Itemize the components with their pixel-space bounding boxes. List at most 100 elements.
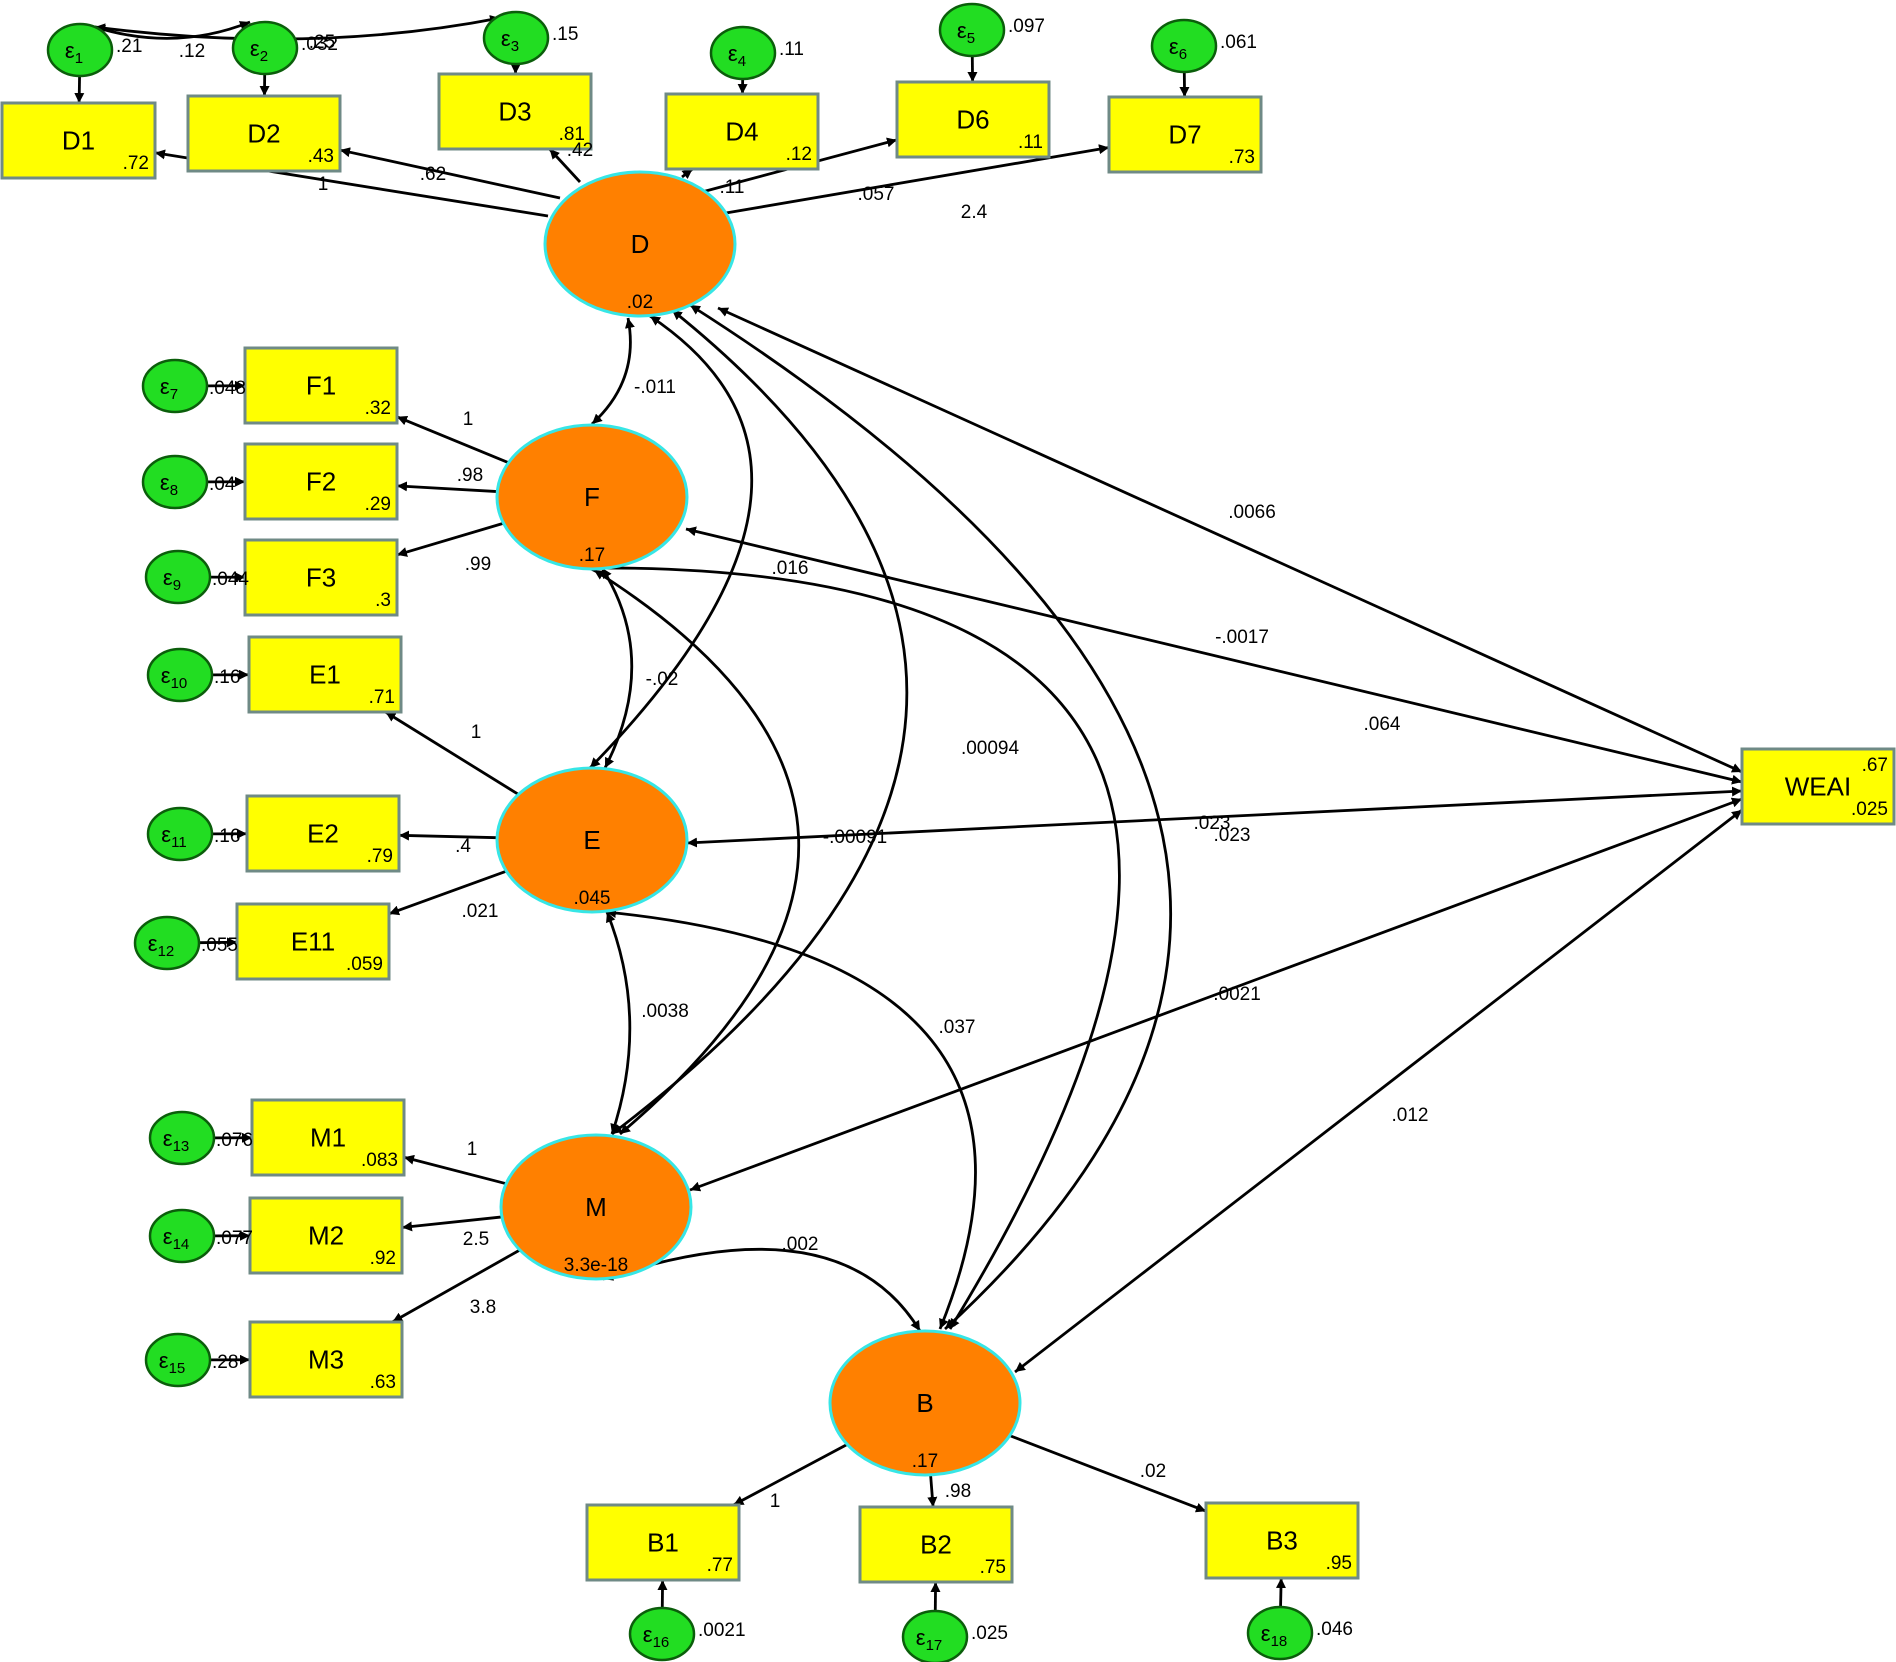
observed-label: E2 xyxy=(307,819,339,849)
observed-box xyxy=(235,902,391,981)
error-symbol: ε xyxy=(148,931,158,956)
loading-path-m3 xyxy=(391,1248,521,1324)
error-e2: ε2 xyxy=(231,20,299,76)
observed-box xyxy=(245,794,401,873)
observed-label: D7 xyxy=(1168,120,1201,150)
observed-f2: F2.29 xyxy=(243,442,399,521)
observed-intercept: .43 xyxy=(308,146,334,167)
error-circle xyxy=(628,1606,696,1662)
error-covariance-e1-e3 xyxy=(94,15,501,41)
error-variance: .025 xyxy=(971,1623,1008,1644)
error-e10: ε10 xyxy=(146,647,214,703)
error-symbol: ε xyxy=(916,1625,926,1650)
error-label: ε18 xyxy=(1261,1621,1288,1650)
observed-box xyxy=(243,538,399,617)
error-label: ε9 xyxy=(163,565,181,594)
covariance-value: -.011 xyxy=(634,377,676,398)
error-subscript: 7 xyxy=(170,386,178,403)
covariance-d-f xyxy=(591,317,635,426)
observed-intercept: .63 xyxy=(370,1372,396,1393)
error-circle xyxy=(148,1208,216,1264)
error-symbol: ε xyxy=(163,1126,173,1151)
observed-d2: D2.43 xyxy=(186,94,342,173)
error-e7: ε7 xyxy=(141,358,209,414)
loading-value: .021 xyxy=(462,901,499,922)
error-subscript: 4 xyxy=(738,53,746,70)
error-covariance-value: .12 xyxy=(179,41,205,62)
loading-path-e1 xyxy=(384,710,520,796)
error-label: ε8 xyxy=(160,470,178,499)
observed-label: D6 xyxy=(956,105,989,135)
observed-intercept: .3 xyxy=(375,590,391,611)
error-e18: ε18 xyxy=(1246,1605,1314,1661)
covariance-value: .00094 xyxy=(961,738,1020,759)
covariance-value: .0021 xyxy=(1213,984,1261,1005)
observed-intercept: .72 xyxy=(123,153,149,174)
loading-value: 2.5 xyxy=(463,1229,489,1250)
observed-box xyxy=(664,92,820,171)
error-circle xyxy=(146,647,214,703)
observed-b2: B2.75 xyxy=(858,1505,1014,1584)
observed-intercept: .32 xyxy=(365,398,391,419)
observed-box xyxy=(437,72,593,151)
observed-box xyxy=(0,101,157,180)
observed-m1: M1.083 xyxy=(250,1098,406,1177)
error-variance: .21 xyxy=(116,36,142,57)
error-symbol: ε xyxy=(643,1622,653,1647)
error-e16: ε16 xyxy=(628,1606,696,1662)
error-circle xyxy=(141,454,209,510)
error-label: ε11 xyxy=(161,822,186,851)
covariance-m-b xyxy=(602,1248,922,1332)
error-subscript: 10 xyxy=(171,675,188,692)
error-symbol: ε xyxy=(163,565,173,590)
error-subscript: 9 xyxy=(173,577,181,594)
covariance-value: .016 xyxy=(772,558,809,579)
loading-value: 1 xyxy=(463,409,474,430)
covariance-value: .064 xyxy=(1364,714,1401,735)
error-e3: ε3 xyxy=(482,10,550,66)
error-variance: .046 xyxy=(1316,1619,1353,1640)
loading-path-e2 xyxy=(398,830,498,841)
error-e1: ε1 xyxy=(46,22,114,78)
covariance-value: .023 xyxy=(1214,825,1251,846)
covariance-value: .023 xyxy=(1194,813,1231,834)
observed-intercept: .025 xyxy=(1851,799,1888,820)
error-subscript: 1 xyxy=(75,50,83,67)
error-symbol: ε xyxy=(161,663,171,688)
observed-e11: E11.059 xyxy=(235,902,391,981)
error-circle xyxy=(133,915,201,971)
covariance-value: .0038 xyxy=(641,1001,689,1022)
observed-intercept: .71 xyxy=(369,687,395,708)
error-symbol: ε xyxy=(159,1348,169,1373)
error-variance: .16 xyxy=(214,667,240,688)
loading-value: .057 xyxy=(858,184,895,205)
loading-path-d3 xyxy=(548,148,582,183)
latent-variance: 3.3e-18 xyxy=(564,1255,628,1276)
error-label: ε17 xyxy=(916,1625,943,1654)
observed-d4: D4.12 xyxy=(664,92,820,171)
observed-intercept: .29 xyxy=(365,494,391,515)
error-e8: ε8 xyxy=(141,454,209,510)
observed-label: M2 xyxy=(308,1221,344,1251)
loading-value: .02 xyxy=(1140,1461,1166,1482)
loading-path-f2 xyxy=(396,481,498,493)
observed-intercept: .059 xyxy=(346,954,383,975)
observed-b3: B3.95 xyxy=(1204,1501,1360,1580)
error-label: ε16 xyxy=(643,1622,670,1651)
error-variance: .0021 xyxy=(698,1620,746,1641)
observed-b1: B1.77 xyxy=(585,1503,741,1582)
error-e17: ε17 xyxy=(901,1609,969,1662)
error-variance: .077 xyxy=(216,1228,253,1249)
observed-box xyxy=(243,442,399,521)
error-subscript: 6 xyxy=(1179,46,1187,63)
observed-box xyxy=(186,94,342,173)
covariance-value: .0066 xyxy=(1228,502,1276,523)
error-symbol: ε xyxy=(163,1224,173,1249)
error-label: ε13 xyxy=(163,1126,190,1155)
observed-box xyxy=(1740,747,1896,826)
observed-f3: F3.3 xyxy=(243,538,399,617)
observed-box xyxy=(248,1320,404,1399)
error-e11: ε11 xyxy=(146,806,214,862)
error-label: ε1 xyxy=(65,38,83,67)
